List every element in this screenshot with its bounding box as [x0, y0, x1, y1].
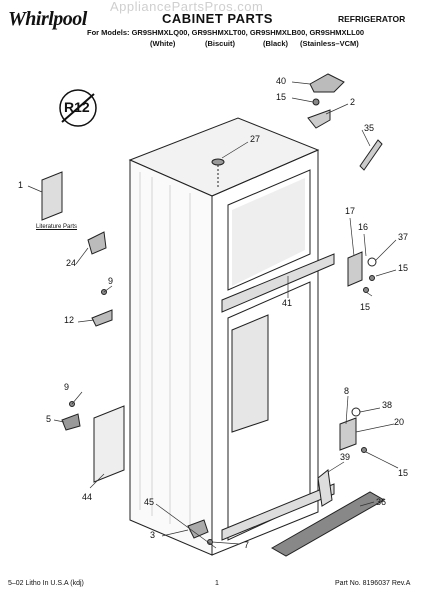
literature-parts-1 [41, 171, 63, 221]
callout-1: 1 [18, 180, 24, 190]
callout-40: 40 [276, 76, 287, 86]
callout-15-b: 15 [398, 263, 409, 273]
part-number: Part No. 8196037 Rev.A [335, 580, 411, 587]
plug-27 [211, 158, 225, 166]
callout-12: 12 [64, 315, 75, 325]
screw-15-center-b [363, 287, 369, 293]
callout-27: 27 [250, 134, 261, 144]
screw-15-bottom [361, 447, 367, 453]
washer-37 [367, 257, 377, 267]
callout-41: 41 [282, 298, 293, 308]
callout-20: 20 [394, 417, 405, 427]
callout-24: 24 [66, 258, 77, 268]
litho-note: 5–02 Litho In U.S.A (kdj) [8, 580, 84, 587]
callout-8: 8 [344, 386, 350, 396]
leader-lines [27, 81, 399, 549]
freezer-opening [227, 169, 311, 291]
callout-44: 44 [82, 492, 93, 502]
callout-37: 37 [398, 232, 409, 242]
category-label: REFRIGERATOR [338, 14, 406, 24]
toe-grille-36 [270, 491, 386, 557]
screw-15-top [312, 98, 320, 106]
callout-17: 17 [345, 206, 356, 216]
callout-15-d: 15 [398, 468, 409, 478]
r12-badge-text: R12 [64, 99, 90, 115]
callout-2: 2 [350, 97, 356, 107]
mullion-41 [221, 253, 335, 313]
model-black: GR9SHMXLB00, [249, 28, 308, 37]
hinge-12 [91, 309, 113, 327]
callout-35: 35 [364, 123, 375, 133]
bottom-rail [221, 483, 335, 541]
brand-logo: Whirlpool [8, 8, 87, 30]
literature-parts-label: Literature Parts [36, 224, 78, 230]
callout-39: 39 [340, 452, 351, 462]
callout-9-a: 9 [108, 276, 114, 286]
color-biscuit: (Biscuit) [205, 39, 235, 48]
bracket-24 [87, 231, 107, 255]
washer-38 [351, 407, 361, 417]
screw-15-center [369, 275, 375, 281]
leg-5 [61, 413, 81, 431]
watermark: AppliancePartsPros.com [110, 0, 264, 14]
clip-39 [317, 469, 333, 507]
page-number: 1 [215, 580, 219, 587]
callout-5: 5 [46, 414, 52, 424]
callout-3: 3 [150, 530, 156, 540]
trim-35 [359, 139, 383, 171]
callout-36: 36 [376, 497, 387, 507]
color-white: (White) [150, 39, 176, 48]
liner-step [231, 314, 269, 433]
page-title: CABINET PARTS [162, 11, 273, 26]
bottom-hinge-20 [339, 417, 357, 451]
models-line: For Models: GR9SHMXLQ00, GR9SHMXLT00, GR… [87, 28, 364, 37]
cabinet-front-frame [211, 149, 319, 556]
callout-45: 45 [144, 497, 155, 507]
color-stainless: (Stainless–VCM) [300, 39, 359, 48]
side-shading [139, 172, 191, 532]
back-plate-44 [93, 405, 125, 483]
callout-15-c: 15 [360, 302, 371, 312]
models-label: For Models: [87, 28, 130, 37]
center-hinge-16 [347, 251, 363, 287]
callout-16: 16 [358, 222, 369, 232]
callout-7: 7 [244, 540, 250, 550]
leveler-3 [187, 519, 209, 539]
callout-38: 38 [382, 400, 393, 410]
color-black: (Black) [263, 39, 289, 48]
callout-15-a: 15 [276, 92, 287, 102]
callout-9-b: 9 [64, 382, 70, 392]
hinge-cover-40 [309, 73, 345, 93]
cabinet-side [129, 159, 213, 556]
model-stainless: GR9SHMXLL00 [309, 28, 365, 37]
model-white: GR9SHMXLQ00, [131, 28, 190, 37]
top-hinge-2 [307, 109, 331, 129]
model-biscuit: GR9SHMXLT00, [191, 28, 248, 37]
freezer-liner [232, 178, 305, 286]
